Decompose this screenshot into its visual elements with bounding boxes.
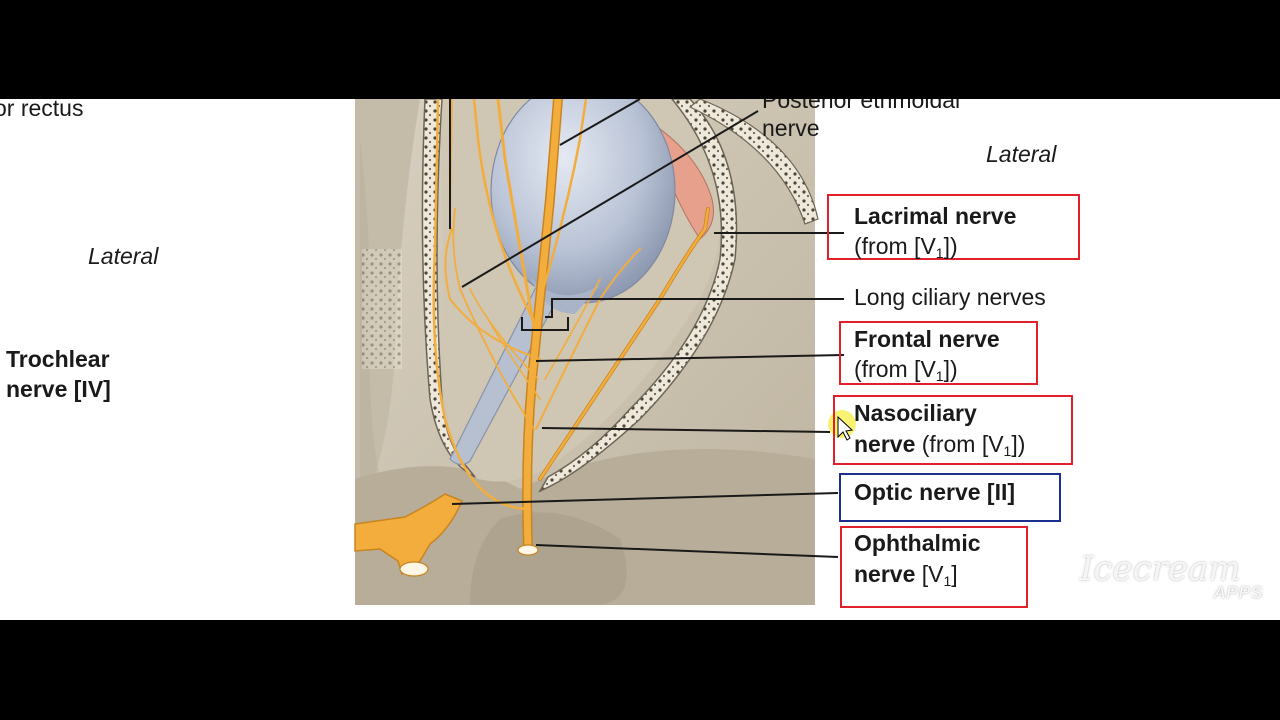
- bottom-letterbox: [0, 620, 1280, 720]
- label-long-ciliary: Long ciliary nerves: [854, 284, 1046, 310]
- lateral-orbital-wall: [538, 99, 738, 493]
- label-posterior-ethmoidal-line1: Posterior ethmoidal: [762, 99, 961, 113]
- label-lacrimal-line1: Lacrimal nerve: [854, 203, 1017, 229]
- label-right-lateral: Lateral: [986, 141, 1057, 167]
- label-lacrimal-line2: (from [V1]): [854, 233, 958, 261]
- slide: or rectus Lateral Trochlear nerve [IV] P…: [0, 99, 1280, 620]
- watermark-brand: Icecream: [1080, 549, 1241, 589]
- label-posterior-ethmoidal-line2: nerve: [762, 115, 820, 141]
- label-ophthalmic-line2: nerve [V1]: [854, 561, 958, 589]
- ophthalmic-cut-end: [517, 544, 539, 556]
- label-rectus-cut: or rectus: [0, 99, 84, 121]
- optic-nerve-box: [839, 473, 1061, 522]
- top-letterbox: [0, 0, 1280, 99]
- label-nasociliary-line2: nerve (from [V1]): [854, 431, 1026, 459]
- lacrimal-gland: [659, 127, 714, 240]
- leader-lines: [449, 99, 845, 558]
- label-optic-nerve: Optic nerve [II]: [854, 479, 1016, 505]
- frontal-nerve-box: [839, 321, 1038, 385]
- label-ophthalmic-line1: Ophthalmic: [854, 530, 981, 556]
- cursor-icon: [837, 415, 854, 441]
- nasociliary-nerve-box: [833, 395, 1073, 465]
- orbit-illustration: [354, 99, 856, 605]
- ophthalmic-nerve-box: [840, 526, 1028, 608]
- label-frontal-line2: (from [V1]): [854, 356, 958, 384]
- label-nasociliary-line1: Nasociliary: [854, 400, 977, 426]
- nerve-branches: [432, 99, 710, 552]
- label-trochlear-line2: nerve [IV]: [6, 376, 111, 402]
- label-trochlear-line1: Trochlear: [6, 346, 110, 372]
- watermark-suffix: APPS: [1214, 583, 1264, 602]
- label-frontal-line1: Frontal nerve: [854, 326, 1000, 352]
- icecream-logo-icon: [1036, 572, 1057, 613]
- label-left-lateral: Lateral: [88, 243, 159, 269]
- lacrimal-nerve-box: [827, 194, 1080, 260]
